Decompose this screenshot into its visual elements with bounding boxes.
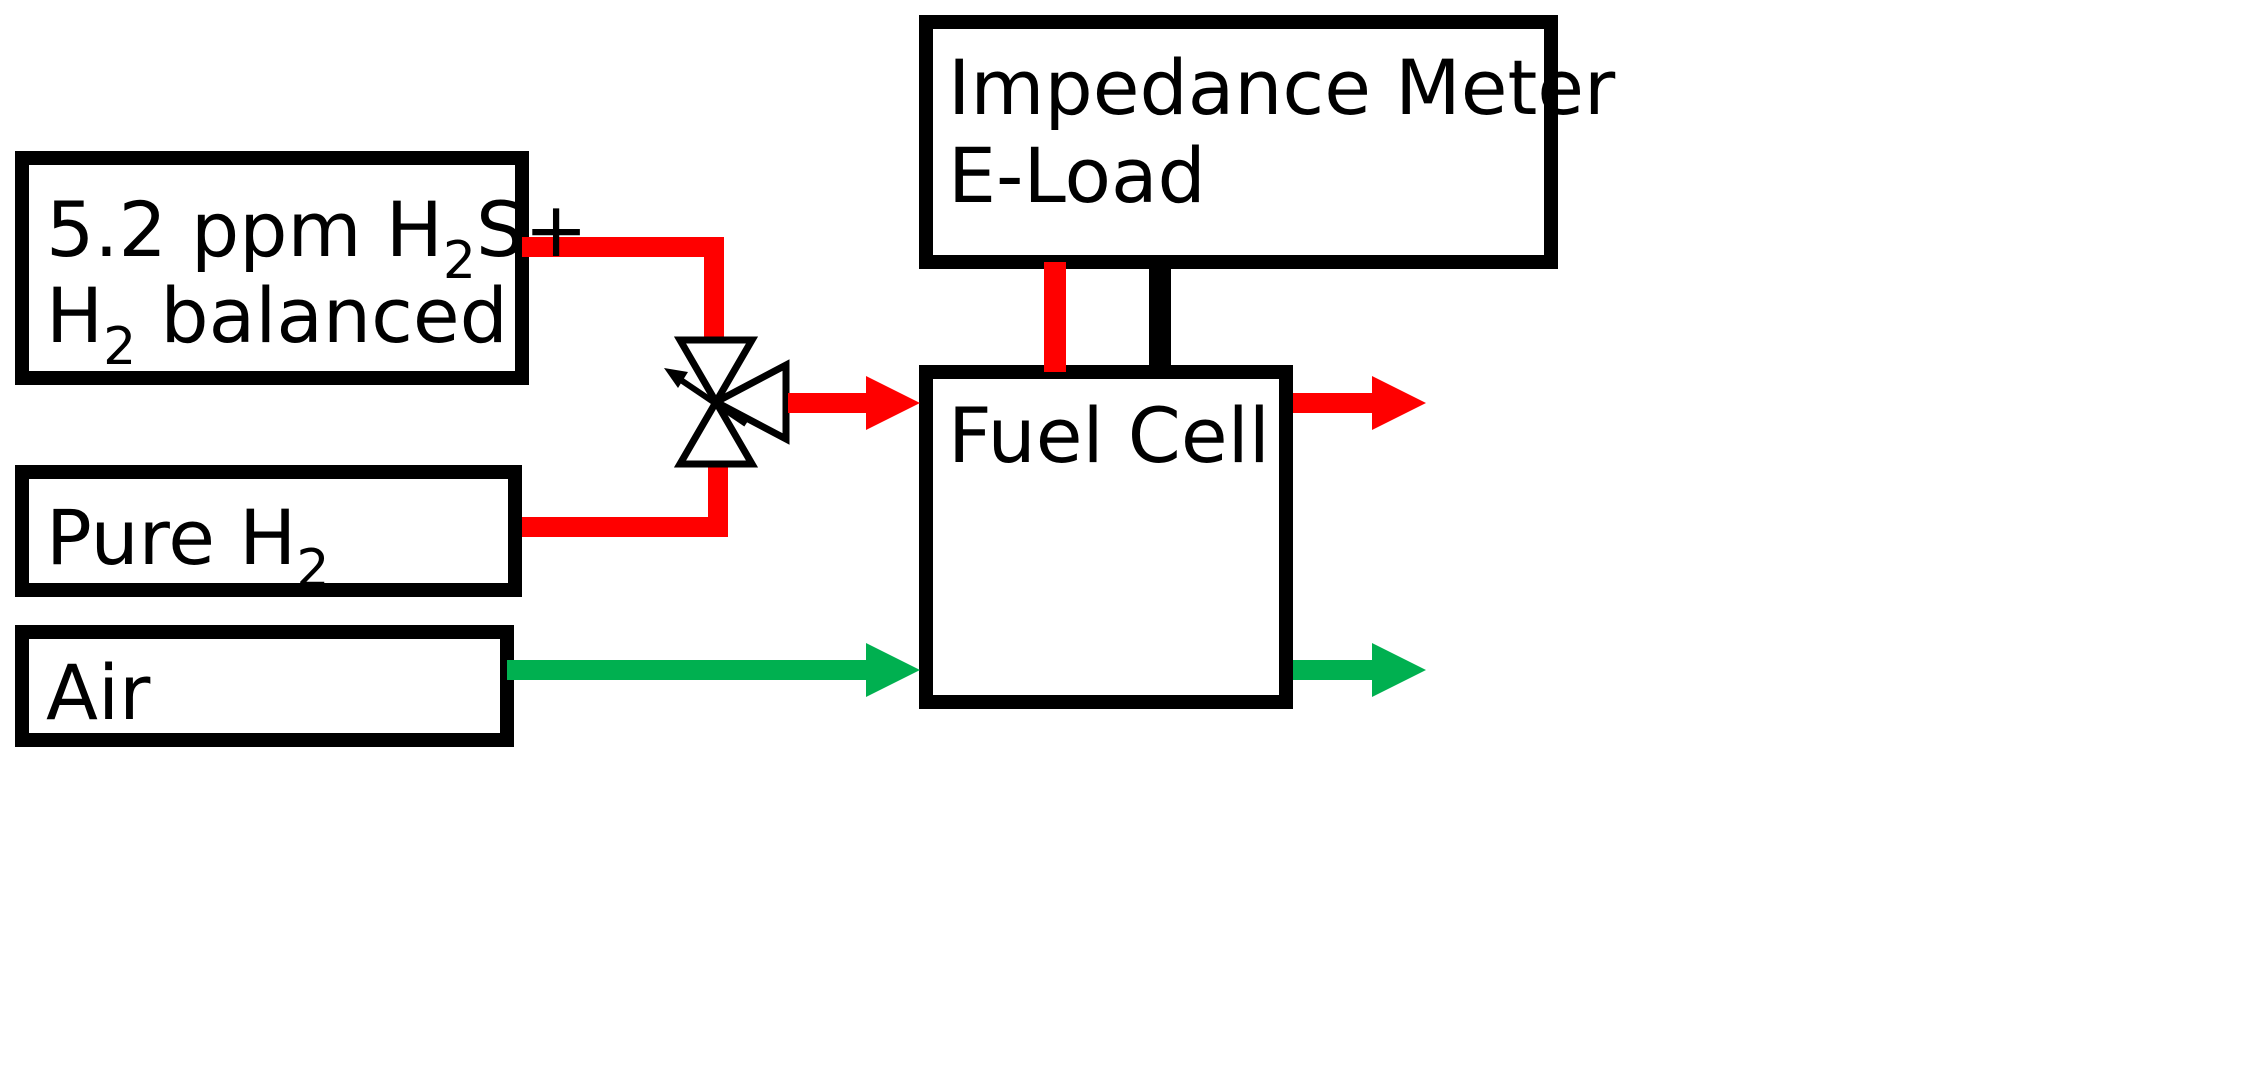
h2s-line1-subscript: 2	[442, 231, 476, 291]
air-label: Air	[46, 648, 151, 737]
h2s-line2-suffix: balanced	[136, 271, 508, 360]
air-supply-arrowhead	[866, 643, 920, 697]
h2s-line1-suffix: S+	[475, 185, 588, 274]
air-outlet-arrowhead	[1372, 643, 1426, 697]
pure-h2-box	[15, 465, 522, 597]
fuel-outlet-arrowhead	[1372, 376, 1426, 430]
h2s-source-label: 5.2 ppm H2S+ H2 balanced	[46, 192, 588, 374]
impedance-meter-box	[919, 15, 1558, 269]
air-box	[15, 625, 514, 747]
h2s-source-line2: H2 balanced	[46, 278, 588, 374]
fuel-cell-box	[919, 365, 1293, 709]
impedance-meter-line1: Impedance Meter	[948, 43, 1616, 132]
three-way-valve-icon	[664, 336, 790, 468]
fuel-inlet-arrowhead	[866, 376, 920, 430]
pure-h2-supply-line	[522, 465, 728, 537]
impedance-meter-line2: E-Load	[948, 131, 1206, 220]
fuel-cell-label: Fuel Cell	[948, 391, 1270, 480]
pure-h2-prefix: Pure H	[46, 493, 297, 582]
h2s-line1-prefix: 5.2 ppm H	[46, 185, 443, 274]
pure-h2-subscript: 2	[296, 539, 330, 599]
h2s-source-line1: 5.2 ppm H2S+	[46, 192, 588, 288]
h2s-line2-subscript: 2	[103, 317, 137, 377]
h2s-supply-line	[522, 237, 724, 338]
pure-h2-label: Pure H2	[46, 500, 329, 596]
impedance-meter-label: Impedance Meter E-Load	[948, 50, 1615, 214]
h2s-source-box	[15, 151, 529, 385]
h2s-line2-prefix: H	[46, 271, 104, 360]
